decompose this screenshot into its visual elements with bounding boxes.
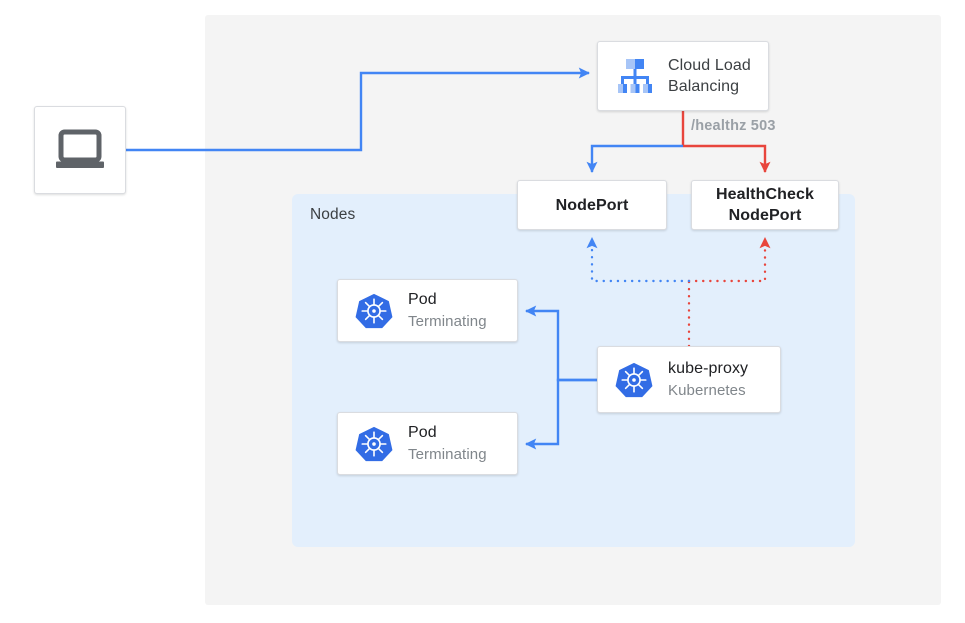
kubernetes-icon: [352, 425, 396, 463]
healthcheck-nodeport-label: HealthCheck NodePort: [715, 186, 815, 224]
pod-title: Pod: [408, 291, 437, 308]
kubernetes-icon: [612, 361, 656, 399]
pod-status: Terminating: [408, 313, 487, 330]
pod-status: Terminating: [408, 446, 487, 463]
laptop-icon: [54, 128, 106, 172]
cloud-load-balancing-title: Cloud Load Balancing: [668, 57, 751, 95]
pod-node-1[interactable]: Pod Terminating: [337, 279, 518, 342]
pod-node-2[interactable]: Pod Terminating: [337, 412, 518, 475]
cloud-load-balancing-node[interactable]: Cloud Load Balancing: [597, 41, 769, 111]
nodes-panel-label: Nodes: [310, 206, 356, 223]
kubernetes-icon: [352, 292, 396, 330]
kube-proxy-node[interactable]: kube-proxy Kubernetes: [597, 346, 781, 413]
pod-title: Pod: [408, 424, 437, 441]
kube-proxy-title: kube-proxy: [668, 360, 749, 377]
healthz-edge-label: /healthz 503: [691, 118, 776, 134]
nodeport-label: NodePort: [555, 196, 629, 214]
cloud-load-balancing-icon: [612, 56, 658, 96]
client-node[interactable]: [34, 106, 126, 194]
kube-proxy-subtitle: Kubernetes: [668, 382, 746, 399]
nodeport-node[interactable]: NodePort: [517, 180, 667, 230]
healthcheck-nodeport-node[interactable]: HealthCheck NodePort: [691, 180, 839, 230]
